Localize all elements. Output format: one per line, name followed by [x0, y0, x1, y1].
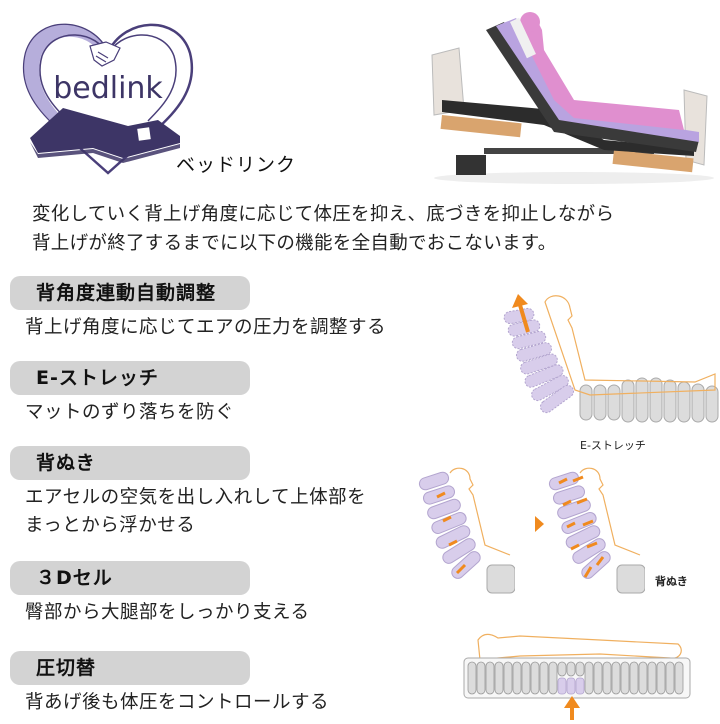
product-name: ベッドリンク: [176, 154, 297, 176]
feature-title-3d-cell: ３Dセル: [10, 561, 250, 595]
feature-desc-senuki: エアセルの空気を出し入れして上体部を まっとから浮かせる: [25, 484, 366, 540]
feature-desc-pressure-switch: 背あげ後も体圧をコントロールする: [25, 689, 329, 717]
intro-text: 変化していく背上げ角度に応じて体圧を抑え、底づきを抑止しながら 背上げが終了する…: [32, 200, 712, 258]
next-step-arrow-icon: [535, 516, 544, 532]
e-stretch-caption: E-ストレッチ: [580, 439, 646, 452]
feature-title-back-angle-auto-adjust: 背角度連動自動調整: [10, 276, 250, 310]
intro-line-1: 変化していく背上げ角度に応じて体圧を抑え、底づきを抑止しながら: [32, 204, 615, 225]
feature-title-e-stretch: E-ストレッチ: [10, 361, 250, 395]
feature-title-senuki: 背ぬき: [10, 446, 250, 480]
intro-line-2: 背上げが終了するまでに以下の機能を全自動でおこないます。: [32, 233, 557, 254]
feature-title-pressure-switch: 圧切替: [10, 651, 250, 685]
feature-desc-line: 背あげ後も体圧をコントロールする: [25, 692, 330, 713]
svg-text:bedlink: bedlink: [53, 71, 163, 106]
adjustable-bed-photo: [404, 0, 720, 190]
senuki-caption: 背ぬき: [655, 575, 688, 588]
bedlink-logo: bedlink: [8, 8, 208, 178]
feature-desc-3d-cell: 臀部から大腿部をしっかり支える: [25, 599, 309, 627]
feature-desc-line: 背上げ角度に応じてエアの圧力を調整する: [25, 317, 387, 338]
feature-desc-line: まっとから浮かせる: [25, 515, 196, 536]
stretch-arrow-icon: [512, 294, 530, 333]
pressure-arrow-icon: [564, 696, 580, 720]
pressure-switch-diagram: [450, 630, 700, 720]
feature-desc-line: マットのずり落ちを防ぐ: [25, 402, 235, 423]
feature-desc-line: エアセルの空気を出し入れして上体部を: [25, 487, 367, 508]
senuki-diagram-before: [415, 465, 516, 595]
feature-desc-back-angle-auto-adjust: 背上げ角度に応じてエアの圧力を調整する: [25, 314, 386, 342]
feature-desc-line: 臀部から大腿部をしっかり支える: [25, 602, 310, 623]
e-stretch-diagram: [490, 290, 720, 425]
feature-desc-e-stretch: マットのずり落ちを防ぐ: [25, 399, 234, 427]
senuki-diagram-after: [545, 465, 646, 595]
handshake-icon: [89, 41, 121, 67]
